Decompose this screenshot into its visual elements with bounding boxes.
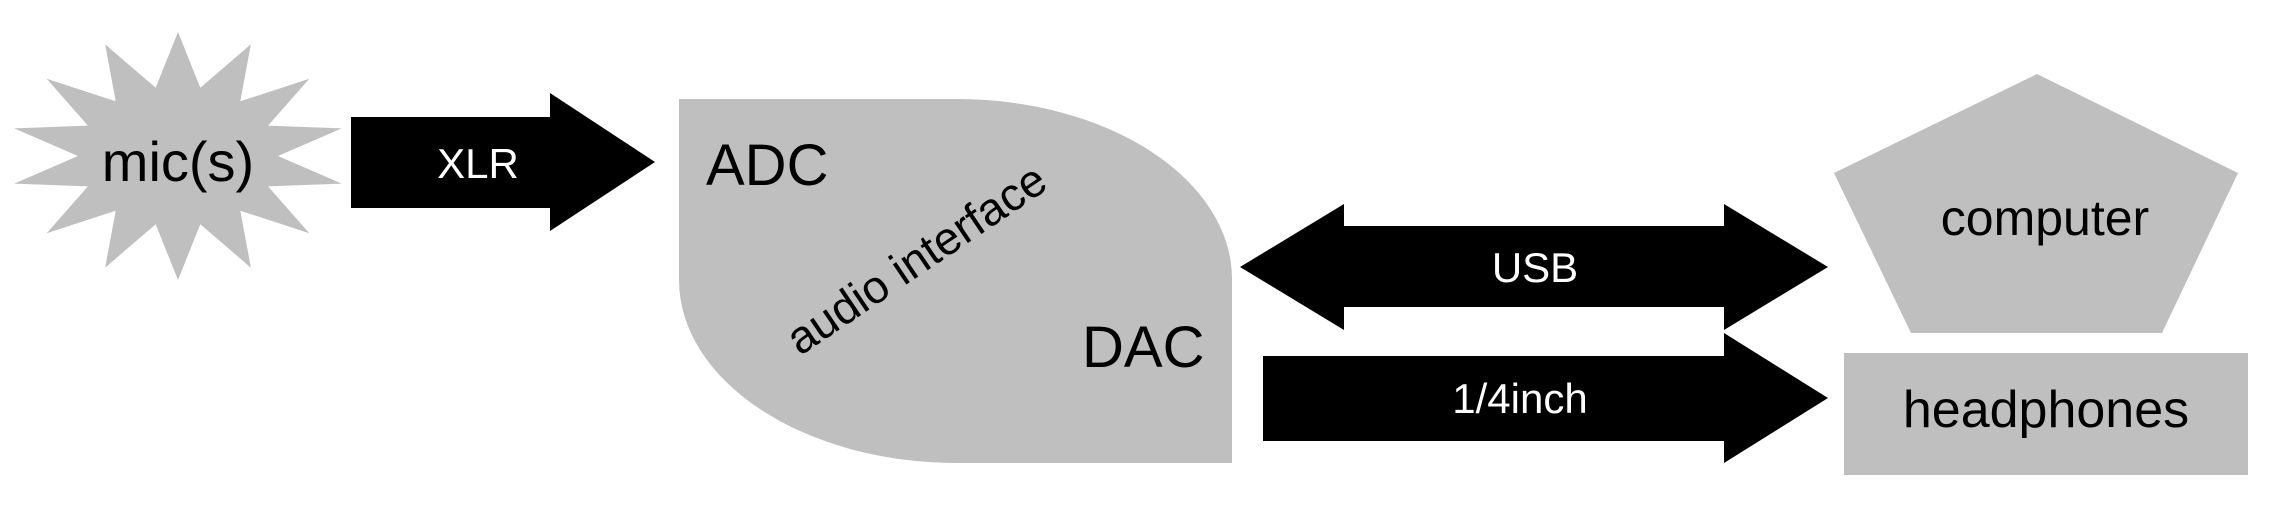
xlr-arrow-shape [351,93,655,231]
mic-label: mic(s) [102,130,254,193]
headphones-node: headphones [1844,353,2248,475]
computer-node: computer [1834,74,2238,333]
quarter-inch-arrow: 1/4inch [1263,333,1828,463]
usb-arrow-shape [1240,204,1828,330]
audio-interface-node: ADC DAC audio interface [679,99,1232,463]
xlr-arrow: XLR [351,93,655,231]
dac-label: DAC [1082,315,1204,380]
headphones-label: headphones [1903,381,2189,439]
adc-label: ADC [706,133,828,198]
xlr-label: XLR [437,140,519,187]
computer-label: computer [1941,190,2149,246]
mic-node: mic(s) [14,32,342,280]
quarter-inch-arrow-shape [1263,333,1828,463]
mic-starburst-shape [14,32,342,280]
usb-label: USB [1492,244,1578,291]
usb-arrow: USB [1240,204,1828,330]
headphones-box-shape [1844,353,2248,475]
audio-interface-shape [679,99,1232,463]
computer-pentagon-shape [1834,74,2238,333]
quarter-inch-label: 1/4inch [1452,375,1587,422]
